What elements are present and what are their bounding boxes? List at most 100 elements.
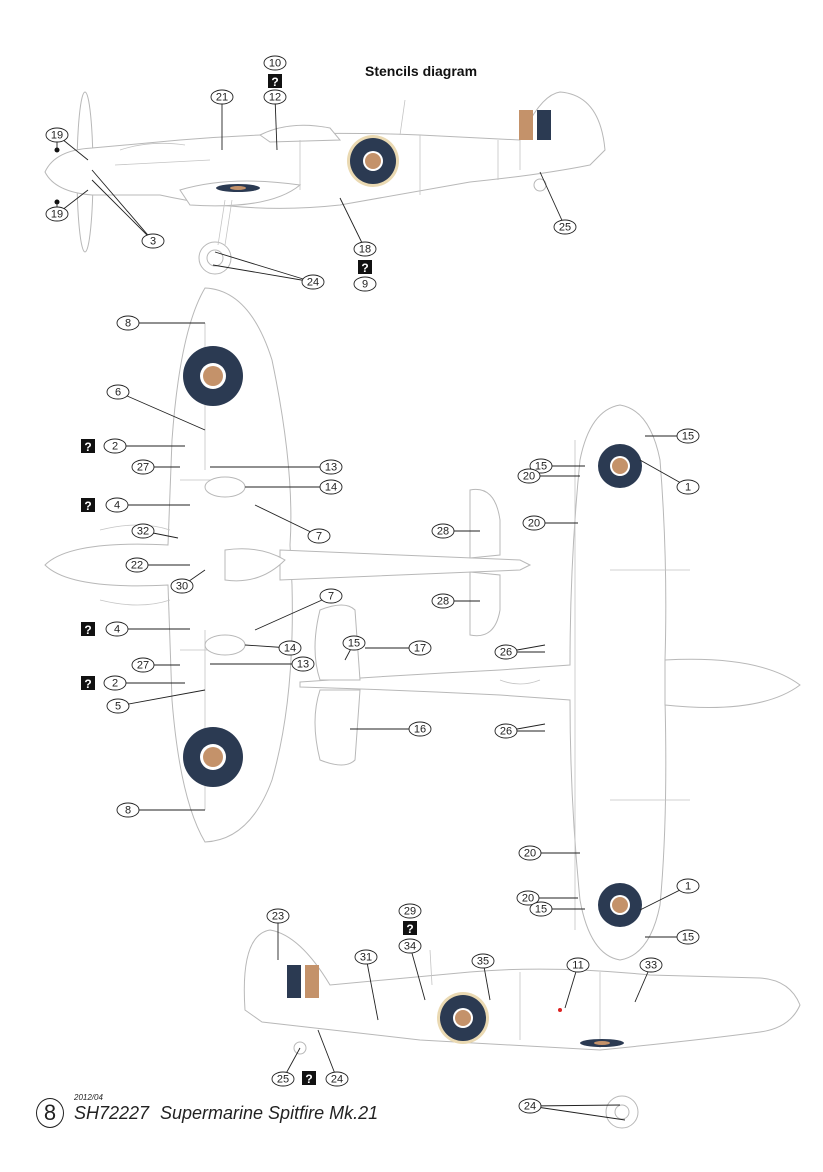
- callout-label: 15: [682, 932, 694, 944]
- callout-number: 4: [105, 497, 129, 513]
- callout-number: 17: [408, 640, 432, 656]
- callout-number: 15: [342, 635, 366, 651]
- callout-label: 27: [137, 462, 149, 474]
- callout-number: 5: [106, 698, 130, 714]
- callout-label: 33: [645, 960, 657, 972]
- leader-line: [91, 179, 154, 242]
- callout-number: 4: [105, 621, 129, 637]
- callout-label: 20: [528, 518, 540, 530]
- callout-number: 12: [263, 89, 287, 105]
- callout-number: 18: [353, 241, 377, 257]
- svg-text:?: ?: [361, 261, 368, 275]
- callout-label: 35: [477, 956, 489, 968]
- leader-line: [317, 1029, 338, 1080]
- unknown-stencil-marker: ?: [81, 676, 95, 691]
- leader-line: [91, 169, 154, 242]
- callout-number: 34: [398, 938, 422, 954]
- unknown-stencil-marker: ?: [268, 74, 282, 89]
- callout-label: 15: [682, 431, 694, 443]
- callout-number: 28: [431, 593, 455, 609]
- callout-label: 26: [500, 647, 512, 659]
- svg-text:?: ?: [271, 75, 278, 89]
- callout-label: 23: [272, 911, 284, 923]
- callout-number: 19: [45, 127, 69, 143]
- side-view-left-aircraft: [44, 91, 606, 275]
- page-title: Stencils diagram: [365, 63, 478, 79]
- callout-number: 20: [517, 468, 541, 484]
- callout-number: 24: [301, 274, 325, 290]
- callout-label: 6: [115, 387, 121, 399]
- callout-number: 31: [354, 949, 378, 965]
- callout-number: 20: [516, 890, 540, 906]
- callout-label: 27: [137, 660, 149, 672]
- callout-number: 24: [518, 1098, 542, 1114]
- callout-label: 10: [269, 58, 281, 70]
- callout-label: 22: [131, 560, 143, 572]
- callout-number: 11: [566, 957, 590, 973]
- svg-text:?: ?: [84, 677, 91, 691]
- callout-number: 24: [325, 1071, 349, 1087]
- callout-number: 19: [45, 206, 69, 222]
- leader-line: [117, 689, 206, 707]
- callout-label: 24: [331, 1074, 343, 1086]
- leader-line: [254, 504, 320, 537]
- callout-label: 9: [362, 279, 368, 291]
- callout-label: 14: [325, 482, 337, 494]
- callout-number: 15: [676, 929, 700, 945]
- callout-number: 26: [494, 723, 518, 739]
- leader-line: [339, 197, 366, 250]
- callout-number: 2: [103, 438, 127, 454]
- callout-label: 34: [404, 941, 416, 953]
- callout-label: 19: [51, 209, 63, 221]
- callout-number: 2: [103, 675, 127, 691]
- callout-label: 30: [176, 581, 188, 593]
- callout-number: 14: [319, 479, 343, 495]
- leader-line: [254, 595, 332, 631]
- callout-label: 4: [114, 500, 120, 512]
- svg-text:?: ?: [84, 440, 91, 454]
- leader-line: [409, 945, 426, 1001]
- callout-label: 2: [112, 441, 118, 453]
- leader-line: [212, 264, 314, 283]
- callout-number: 8: [116, 315, 140, 331]
- leader-line: [365, 956, 379, 1021]
- callout-label: 32: [137, 526, 149, 538]
- callout-number: 33: [639, 957, 663, 973]
- unknown-stencil-marker: ?: [81, 439, 95, 454]
- callout-number: 3: [141, 233, 165, 249]
- unknown-stencil-marker: ?: [81, 498, 95, 513]
- callout-label: 1: [685, 881, 691, 893]
- callout-label: 17: [414, 643, 426, 655]
- callout-label: 15: [535, 461, 547, 473]
- callout-label: 18: [359, 244, 371, 256]
- callout-number: 27: [131, 459, 155, 475]
- callout-label: 29: [404, 906, 416, 918]
- page-number: 8: [36, 1098, 64, 1128]
- callout-number: 9: [353, 276, 377, 292]
- callout-label: 20: [524, 848, 536, 860]
- callout-number: 20: [522, 515, 546, 531]
- callout-label: 11: [572, 960, 583, 972]
- callout-label: 4: [114, 624, 120, 636]
- callout-label: 14: [284, 643, 296, 655]
- callout-number: 22: [125, 557, 149, 573]
- callout-number: 8: [116, 802, 140, 818]
- callout-label: 25: [277, 1074, 289, 1086]
- callout-number: 25: [271, 1071, 295, 1087]
- callout-label: 25: [559, 222, 571, 234]
- callout-number: 7: [319, 588, 343, 604]
- unknown-stencil-marker: ?: [302, 1071, 316, 1086]
- callout-label: 8: [125, 318, 131, 330]
- leader-line: [529, 1105, 626, 1121]
- callout-number: 13: [291, 656, 315, 672]
- callout-number: 21: [210, 89, 234, 105]
- callout-number: 15: [676, 428, 700, 444]
- callout-label: 16: [414, 724, 426, 736]
- callout-label: 3: [150, 236, 156, 248]
- unknown-stencil-marker: ?: [358, 260, 372, 275]
- callout-number: 15: [529, 901, 553, 917]
- model-name: Supermarine Spitfire Mk.21: [160, 1103, 379, 1123]
- callout-number: 20: [518, 845, 542, 861]
